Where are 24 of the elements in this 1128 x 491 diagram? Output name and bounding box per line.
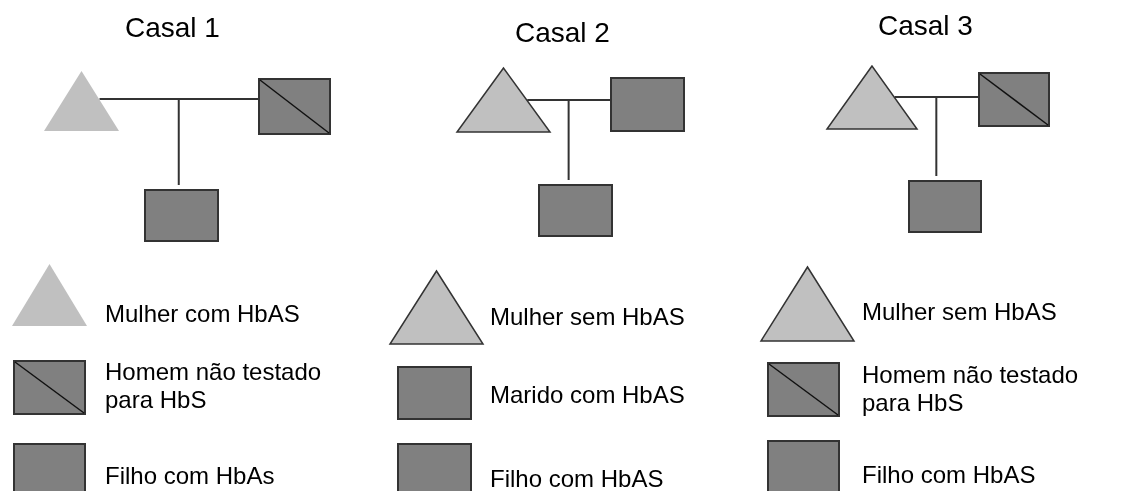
couple-heading: Casal 1 bbox=[125, 12, 220, 44]
female-triangle-symbol bbox=[826, 65, 918, 130]
male-square-symbol bbox=[538, 184, 613, 237]
legend-text: Filho com HbAS bbox=[862, 461, 1037, 489]
female-triangle-symbol bbox=[456, 67, 551, 133]
male-square-symbol bbox=[258, 78, 331, 135]
male-square-symbol bbox=[978, 72, 1050, 127]
pedigree-line bbox=[526, 99, 611, 181]
legend-text: Filho com HbAs bbox=[105, 462, 276, 490]
male-square-symbol bbox=[908, 180, 982, 233]
legend-text: Mulher sem HbAS bbox=[490, 303, 686, 331]
legend-text: Homem não testado para HbS bbox=[105, 358, 323, 414]
couple-heading: Casal 3 bbox=[878, 10, 973, 42]
legend-text: Filho com HbAS bbox=[490, 465, 665, 491]
legend-text: Mulher sem HbAS bbox=[862, 298, 1058, 326]
couple-heading: Casal 2 bbox=[515, 17, 610, 49]
female-triangle-symbol bbox=[43, 70, 120, 132]
legend-text: Homem não testado para HbS bbox=[862, 361, 1080, 417]
legend-text: Mulher com HbAS bbox=[105, 300, 301, 328]
pedigree-line bbox=[893, 96, 979, 177]
male-square-symbol bbox=[144, 189, 219, 242]
male-square-symbol bbox=[610, 77, 685, 132]
pedigree-line bbox=[98, 98, 259, 186]
legend-text: Marido com HbAS bbox=[490, 381, 686, 409]
